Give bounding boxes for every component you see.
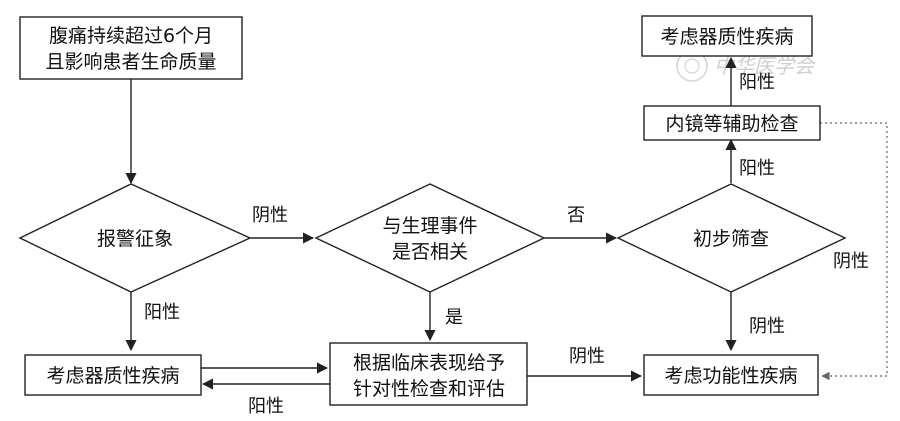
label-endoscopy-to-organic: 阳性 [739,72,775,93]
node-screen-label: 初步筛查 [693,228,769,250]
node-alarm: 报警征象 [18,183,252,293]
edges [125,56,888,390]
node-organic-bottom: 考虑器质性疾病 [24,354,202,396]
label-screen-to-endoscopy: 阳性 [739,158,775,179]
node-organic-top: 考虑器质性疾病 [641,15,813,57]
node-start-line1: 腹痛持续超过6个月 [49,25,213,47]
node-screen: 初步筛查 [616,183,847,293]
node-physio: 与生理事件 是否相关 [314,183,546,293]
node-targeted-line1: 根据临床表现给予 [353,352,505,374]
node-start-line2: 且影响患者生命质量 [45,51,216,73]
node-physio-line2: 是否相关 [392,241,468,263]
label-alarm-to-physio: 阴性 [252,205,288,226]
node-organic-bottom-label: 考虑器质性疾病 [46,365,179,387]
label-screen-negative-right: 阴性 [833,251,869,272]
label-physio-to-screen: 否 [567,205,585,226]
label-physio-to-targeted: 是 [445,307,463,328]
node-physio-line1: 与生理事件 [382,215,477,237]
label-targeted-to-organic: 阳性 [248,396,284,417]
node-targeted-line2: 针对性检查和评估 [353,378,505,400]
node-organic-top-label: 考虑器质性疾病 [660,26,793,48]
edge-endoscopy-to-functional [820,122,888,381]
node-endoscopy-label: 内镜等辅助检查 [665,113,798,135]
label-targeted-to-functional: 阴性 [569,346,605,367]
node-start: 腹痛持续超过6个月 且影响患者生命质量 [19,16,243,80]
label-alarm-to-organic: 阳性 [144,302,180,323]
node-functional: 考虑功能性疾病 [643,354,819,396]
node-alarm-label: 报警征象 [97,228,173,250]
node-functional-label: 考虑功能性疾病 [664,365,797,387]
edge-labels: 阴性 阳性 否 是 阳性 阳性 阴性 阴性 阴性 阳性 [144,72,869,417]
label-screen-to-functional: 阴性 [749,316,785,337]
node-endoscopy: 内镜等辅助检查 [643,105,821,141]
node-targeted: 根据临床表现给予 针对性检查和评估 [329,342,528,406]
